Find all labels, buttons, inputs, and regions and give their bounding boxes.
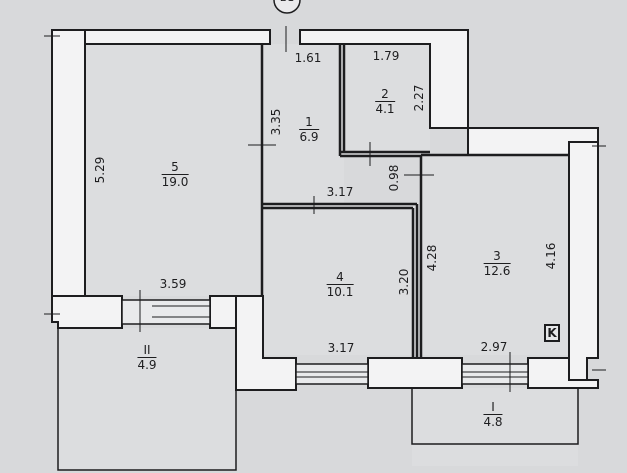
balcony-I-floor bbox=[412, 388, 578, 466]
room-number: 5 bbox=[161, 160, 189, 175]
axis-marker-label: Б1 bbox=[280, 0, 295, 5]
dim-label-1-79: 1.79 bbox=[372, 49, 400, 63]
room-area: 4.9 bbox=[137, 358, 157, 372]
dim-label-4-16: 4.16 bbox=[544, 242, 558, 270]
room-5-floor bbox=[85, 44, 261, 296]
room-number: I bbox=[483, 400, 503, 415]
room-2-floor bbox=[344, 44, 430, 152]
wall-right bbox=[568, 141, 599, 381]
dim-label-3-59: 3.59 bbox=[159, 277, 187, 291]
balcony-I-label: I 4.8 bbox=[483, 400, 503, 430]
wall-top-right bbox=[299, 29, 469, 129]
room-area: 19.0 bbox=[161, 175, 189, 189]
kitchen-mark: K bbox=[544, 324, 560, 342]
dim-label-3-17-bottom: 3.17 bbox=[327, 341, 355, 355]
dim-label-0-98: 0.98 bbox=[387, 164, 401, 192]
room-number: 2 bbox=[375, 87, 395, 102]
dim-label-1-61: 1.61 bbox=[294, 51, 322, 65]
wall-left bbox=[51, 29, 86, 323]
room-4-label: 4 10.1 bbox=[326, 270, 354, 300]
window-room-4 bbox=[295, 363, 369, 385]
wall-top-left bbox=[52, 29, 271, 45]
window-room-5 bbox=[121, 299, 211, 325]
room-4-floor bbox=[263, 205, 417, 355]
axis-marker-circle bbox=[273, 0, 301, 14]
wall-bottom-middle bbox=[367, 357, 463, 389]
room-area: 4.1 bbox=[375, 102, 395, 116]
room-area: 12.6 bbox=[483, 264, 511, 278]
dim-label-4-28: 4.28 bbox=[425, 244, 439, 272]
dim-label-2-97: 2.97 bbox=[480, 340, 508, 354]
balcony-II-outline bbox=[57, 328, 237, 471]
room-area: 6.9 bbox=[299, 130, 319, 144]
room-number: II bbox=[137, 343, 157, 358]
balcony-II-floor bbox=[58, 328, 236, 470]
room-1-floor bbox=[262, 44, 344, 204]
room-number: 3 bbox=[483, 249, 511, 264]
dim-label-5-29: 5.29 bbox=[93, 156, 107, 184]
wall-bottom-right bbox=[527, 357, 599, 389]
room-number: 4 bbox=[326, 270, 354, 285]
dim-label-3-35: 3.35 bbox=[269, 108, 283, 136]
dim-label-2-27: 2.27 bbox=[412, 84, 426, 112]
window-room-3 bbox=[461, 363, 529, 385]
wall-balcony-pier bbox=[209, 295, 237, 329]
balcony-II-label: II 4.9 bbox=[137, 343, 157, 373]
balcony-I-outline bbox=[411, 388, 579, 445]
room-5-label: 5 19.0 bbox=[161, 160, 189, 190]
dim-label-3-20: 3.20 bbox=[397, 268, 411, 296]
wall-balcony-left bbox=[51, 295, 123, 329]
dim-label-3-17-top: 3.17 bbox=[326, 185, 354, 199]
room-1-label: 1 6.9 bbox=[299, 115, 319, 145]
room-3-floor bbox=[421, 155, 569, 355]
room-area: 10.1 bbox=[326, 285, 354, 299]
room-2-label: 2 4.1 bbox=[375, 87, 395, 117]
room-3-label: 3 12.6 bbox=[483, 249, 511, 279]
room-number: 1 bbox=[299, 115, 319, 130]
room-area: 4.8 bbox=[483, 415, 503, 429]
